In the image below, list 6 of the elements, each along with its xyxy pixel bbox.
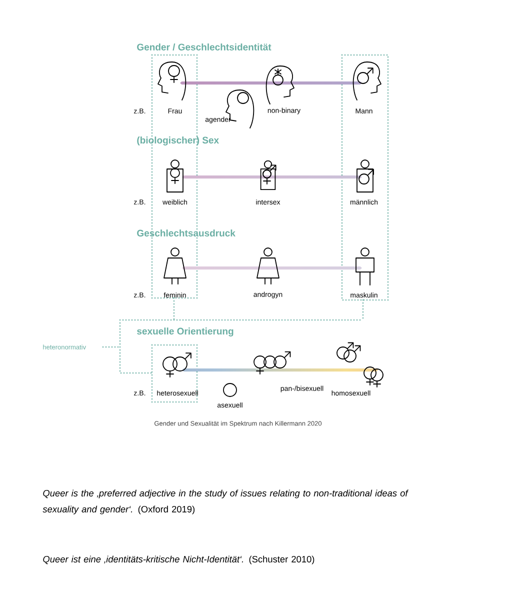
quote-text: Queer is the ‚preferred adjective in the study of issues relating to non-traditional ideas of sexuality and gender‘. (Oxford 2019) bbox=[42, 490, 409, 514]
section-heading: (biologischer) Sex bbox=[137, 136, 219, 146]
section-heading: Gender / Geschlechtsidentität bbox=[137, 43, 272, 51]
quote-text: Queer ist eine ‚identitäts-kritische Nicht-Identität‘. (Schuster 2010) bbox=[43, 556, 314, 564]
section-heading: Geschlechtsausdruck bbox=[137, 230, 236, 236]
section-heading: sexuelle Orientierung bbox=[137, 328, 234, 336]
